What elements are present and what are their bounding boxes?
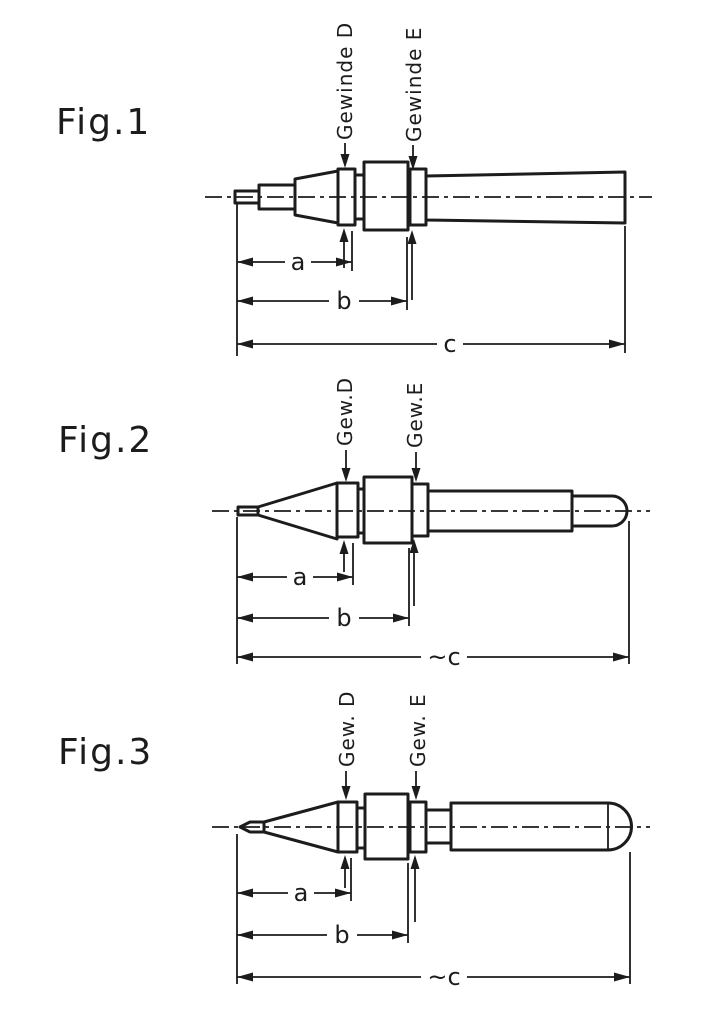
- fig1-dim-a-label: a: [291, 248, 306, 276]
- fig2-pointer-e-arrow-icon: [409, 539, 419, 553]
- fig3-dim-c-label: ~c: [427, 963, 460, 991]
- fig3-leader-e-arrow-icon: [411, 786, 421, 800]
- fig3-thread-collar-e: [408, 800, 428, 854]
- fig1-thread-label-e: Gewinde E: [402, 27, 426, 142]
- fig3-dim-a-label: a: [294, 879, 309, 907]
- fig3-pointer-e-arrow-icon: [410, 855, 420, 869]
- fig2-dim-c-label: ~c: [427, 643, 460, 671]
- fig2-thread-label-d: Gew.D: [333, 377, 357, 446]
- fig1-dim-b-label: b: [336, 287, 351, 315]
- figure-2-title: Fig.2: [58, 420, 153, 461]
- fig2-dim-a-label: a: [293, 563, 308, 591]
- fig1-extension-lines: [236, 204, 626, 356]
- fig2-body-block: [362, 475, 414, 545]
- figure-2: Fig.2 Gew.D Gew.E a b: [58, 377, 650, 671]
- fig2-thread-collar-d: [335, 481, 360, 539]
- fig2-leader-d-arrow-icon: [341, 468, 351, 482]
- figure-3-title: Fig.3: [58, 732, 153, 773]
- fig2-dim-b-label: b: [336, 604, 351, 632]
- fig1-pointer-d-arrow-icon: [339, 228, 349, 242]
- fig2-extension-lines: [236, 517, 630, 664]
- fig3-dim-b-label: b: [334, 921, 349, 949]
- fig3-leader-d-arrow-icon: [341, 786, 351, 800]
- fig3-thread-label-e: Gew. E: [406, 693, 430, 767]
- fig2-thread-collar-e: [410, 482, 430, 538]
- fig1-thread-collar-d: [336, 167, 357, 227]
- fig3-pointer-d-arrow-icon: [340, 855, 350, 869]
- fig1-thread-collar-e: [408, 167, 428, 227]
- fig1-dim-c-label: c: [443, 330, 456, 358]
- figure-3: Fig.3 Gew. D Gew. E a b: [58, 691, 650, 991]
- fig1-leader-e-arrow-icon: [408, 156, 418, 170]
- fig3-body-block: [363, 792, 410, 861]
- fig1-pointer-e-arrow-icon: [407, 230, 417, 244]
- figure-1-title: Fig.1: [56, 102, 151, 143]
- fig2-thread-label-e: Gew.E: [403, 382, 427, 448]
- fig2-pointer-d-arrow-icon: [339, 540, 349, 554]
- fig1-thread-label-d: Gewinde D: [333, 22, 357, 140]
- fig1-leader-d-arrow-icon: [340, 154, 350, 168]
- fig1-body-block: [362, 160, 410, 232]
- fig3-thread-label-d: Gew. D: [335, 691, 359, 767]
- fig3-round-handle: [449, 801, 633, 852]
- fig3-extension-lines: [236, 834, 631, 984]
- fig2-leader-e-arrow-icon: [411, 468, 421, 482]
- figure-1: Fig.1 Gewinde D Gewinde E a b: [56, 22, 652, 358]
